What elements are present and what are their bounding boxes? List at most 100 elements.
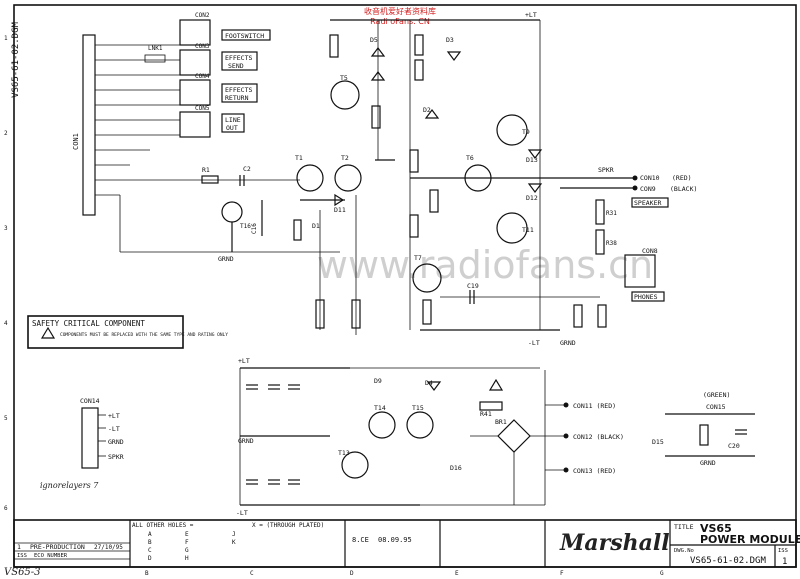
spkr-label: SPKR bbox=[598, 166, 614, 174]
d11-label: D11 bbox=[334, 206, 346, 214]
r5-resistor bbox=[315, 299, 325, 329]
r9-resistor bbox=[371, 105, 381, 129]
br1-label: BR1 bbox=[495, 418, 507, 426]
grid-col-f: F bbox=[560, 570, 564, 577]
t5-transistor bbox=[330, 80, 360, 110]
con13-terminal bbox=[563, 467, 569, 473]
t14-label: T14 bbox=[374, 404, 386, 412]
t1-label: T1 bbox=[295, 154, 303, 162]
r12-resistor bbox=[429, 189, 439, 213]
con11-label: CON11 (RED) bbox=[573, 402, 616, 410]
footswitch-label: FOOTSWITCH bbox=[225, 32, 264, 40]
t1-transistor bbox=[296, 164, 324, 192]
r38-label: R38 bbox=[606, 240, 617, 247]
title-block bbox=[13, 519, 797, 568]
t7-transistor bbox=[412, 263, 442, 293]
r8-resistor bbox=[409, 149, 419, 173]
c19-label: C19 bbox=[467, 282, 479, 290]
svg-text:D: D bbox=[148, 555, 152, 562]
line-out-label-2: OUT bbox=[226, 124, 238, 132]
con1-pin-wires bbox=[95, 44, 300, 196]
r1-label: R1 bbox=[202, 166, 210, 174]
plus-lt-psu: +LT bbox=[238, 357, 250, 365]
con14-pin-4: SPKR bbox=[108, 453, 124, 461]
through-plated: X = (THROUGH PLATED) bbox=[252, 522, 324, 529]
con12-terminal bbox=[563, 433, 569, 439]
con14-pin-3: GRND bbox=[108, 438, 124, 446]
grnd-label-psu: GRND bbox=[238, 437, 254, 445]
svg-text:B: B bbox=[148, 539, 152, 546]
con4-label: CON4 bbox=[195, 73, 210, 80]
svg-text:C: C bbox=[148, 547, 152, 554]
r31-resistor bbox=[595, 199, 605, 225]
svg-text:H: H bbox=[185, 555, 189, 562]
dwg-no-label: DWG.No bbox=[674, 548, 694, 554]
effects-return-label-1: EFFECTS bbox=[225, 86, 252, 94]
r43-resistor bbox=[699, 424, 709, 446]
t16-transistor bbox=[221, 201, 243, 223]
r29-resistor bbox=[597, 304, 607, 328]
handwritten-sheet-id: VS65-3 bbox=[4, 567, 41, 578]
grid-row-2: 2 bbox=[4, 130, 8, 137]
rotated-drawing-id: VS65-61-02.DGM bbox=[11, 21, 21, 97]
grid-row-1: 1 bbox=[4, 35, 8, 42]
issue-number: 1 bbox=[17, 543, 21, 551]
rk2-resistor bbox=[329, 34, 339, 58]
grnd-label-output: GRND bbox=[560, 339, 576, 347]
minus-lt-psu: -LT bbox=[236, 509, 248, 517]
grid-row-4: 4 bbox=[4, 320, 8, 327]
svg-text:E: E bbox=[185, 531, 189, 538]
c20-label: C20 bbox=[728, 442, 740, 450]
r18-resistor bbox=[414, 34, 424, 56]
line-out-box bbox=[221, 113, 245, 133]
phones-box bbox=[631, 291, 665, 302]
title-value-1: VS65 bbox=[700, 522, 732, 535]
grid-col-b: B bbox=[145, 570, 149, 577]
r22-resistor bbox=[409, 214, 419, 238]
t13-label: T13 bbox=[338, 449, 350, 457]
issue-date: 27/10/95 bbox=[94, 544, 123, 551]
lnk1-link bbox=[144, 54, 166, 63]
svg-text:K: K bbox=[232, 539, 236, 546]
d15-label: D15 bbox=[652, 438, 664, 446]
t7-label: T7 bbox=[414, 254, 422, 262]
con14-pin-1: +LT bbox=[108, 412, 120, 420]
r1-resistor bbox=[201, 175, 219, 184]
t13-transistor bbox=[341, 451, 369, 479]
minus-lt-label: -LT bbox=[528, 339, 540, 347]
safety-title: SAFETY CRITICAL COMPONENT bbox=[32, 319, 145, 328]
r31-label: R31 bbox=[606, 210, 617, 217]
iss-value: 1 bbox=[782, 557, 787, 567]
svg-text:A: A bbox=[148, 531, 152, 538]
t9-transistor bbox=[496, 114, 528, 146]
warning-triangle-psu-icon bbox=[488, 378, 504, 391]
safety-critical-box bbox=[27, 315, 184, 349]
t2-transistor bbox=[334, 164, 362, 192]
t2-label: T2 bbox=[341, 154, 349, 162]
handwritten-note: ignorelayers 7 bbox=[40, 481, 99, 490]
eco-number-header: ECO NUMBER bbox=[34, 553, 68, 559]
phones-label: PHONES bbox=[634, 293, 658, 301]
con9-color: (BLACK) bbox=[670, 185, 697, 193]
watermark-top-2: Radi oFans. CN bbox=[370, 17, 430, 26]
grid-row-3: 3 bbox=[4, 225, 8, 232]
scale-value: 8.CE bbox=[352, 536, 369, 544]
safety-body: COMPONENTS MUST BE REPLACED WITH THE SAM… bbox=[60, 332, 228, 338]
t6-label: T6 bbox=[466, 154, 474, 162]
r11-resistor bbox=[414, 59, 424, 81]
con13-label: CON13 (RED) bbox=[573, 467, 616, 475]
con1-label: CON1 bbox=[72, 133, 80, 150]
plus-lt-top: +LT bbox=[525, 11, 537, 19]
grid-row-5: 5 bbox=[4, 415, 8, 422]
con14-pin-2: -LT bbox=[108, 425, 120, 433]
con8-label: CON8 bbox=[642, 247, 658, 255]
con2-label: CON2 bbox=[195, 12, 210, 19]
con14-label: CON14 bbox=[80, 397, 100, 405]
footswitch-box bbox=[221, 29, 271, 41]
con10-color: (RED) bbox=[672, 174, 692, 182]
title-label: TITLE bbox=[674, 523, 694, 531]
effects-send-box bbox=[221, 51, 258, 71]
dwg-no-value: VS65-61-02.DGM bbox=[690, 556, 766, 566]
d3-label: D3 bbox=[446, 36, 454, 44]
grid-col-c: C bbox=[250, 570, 254, 577]
